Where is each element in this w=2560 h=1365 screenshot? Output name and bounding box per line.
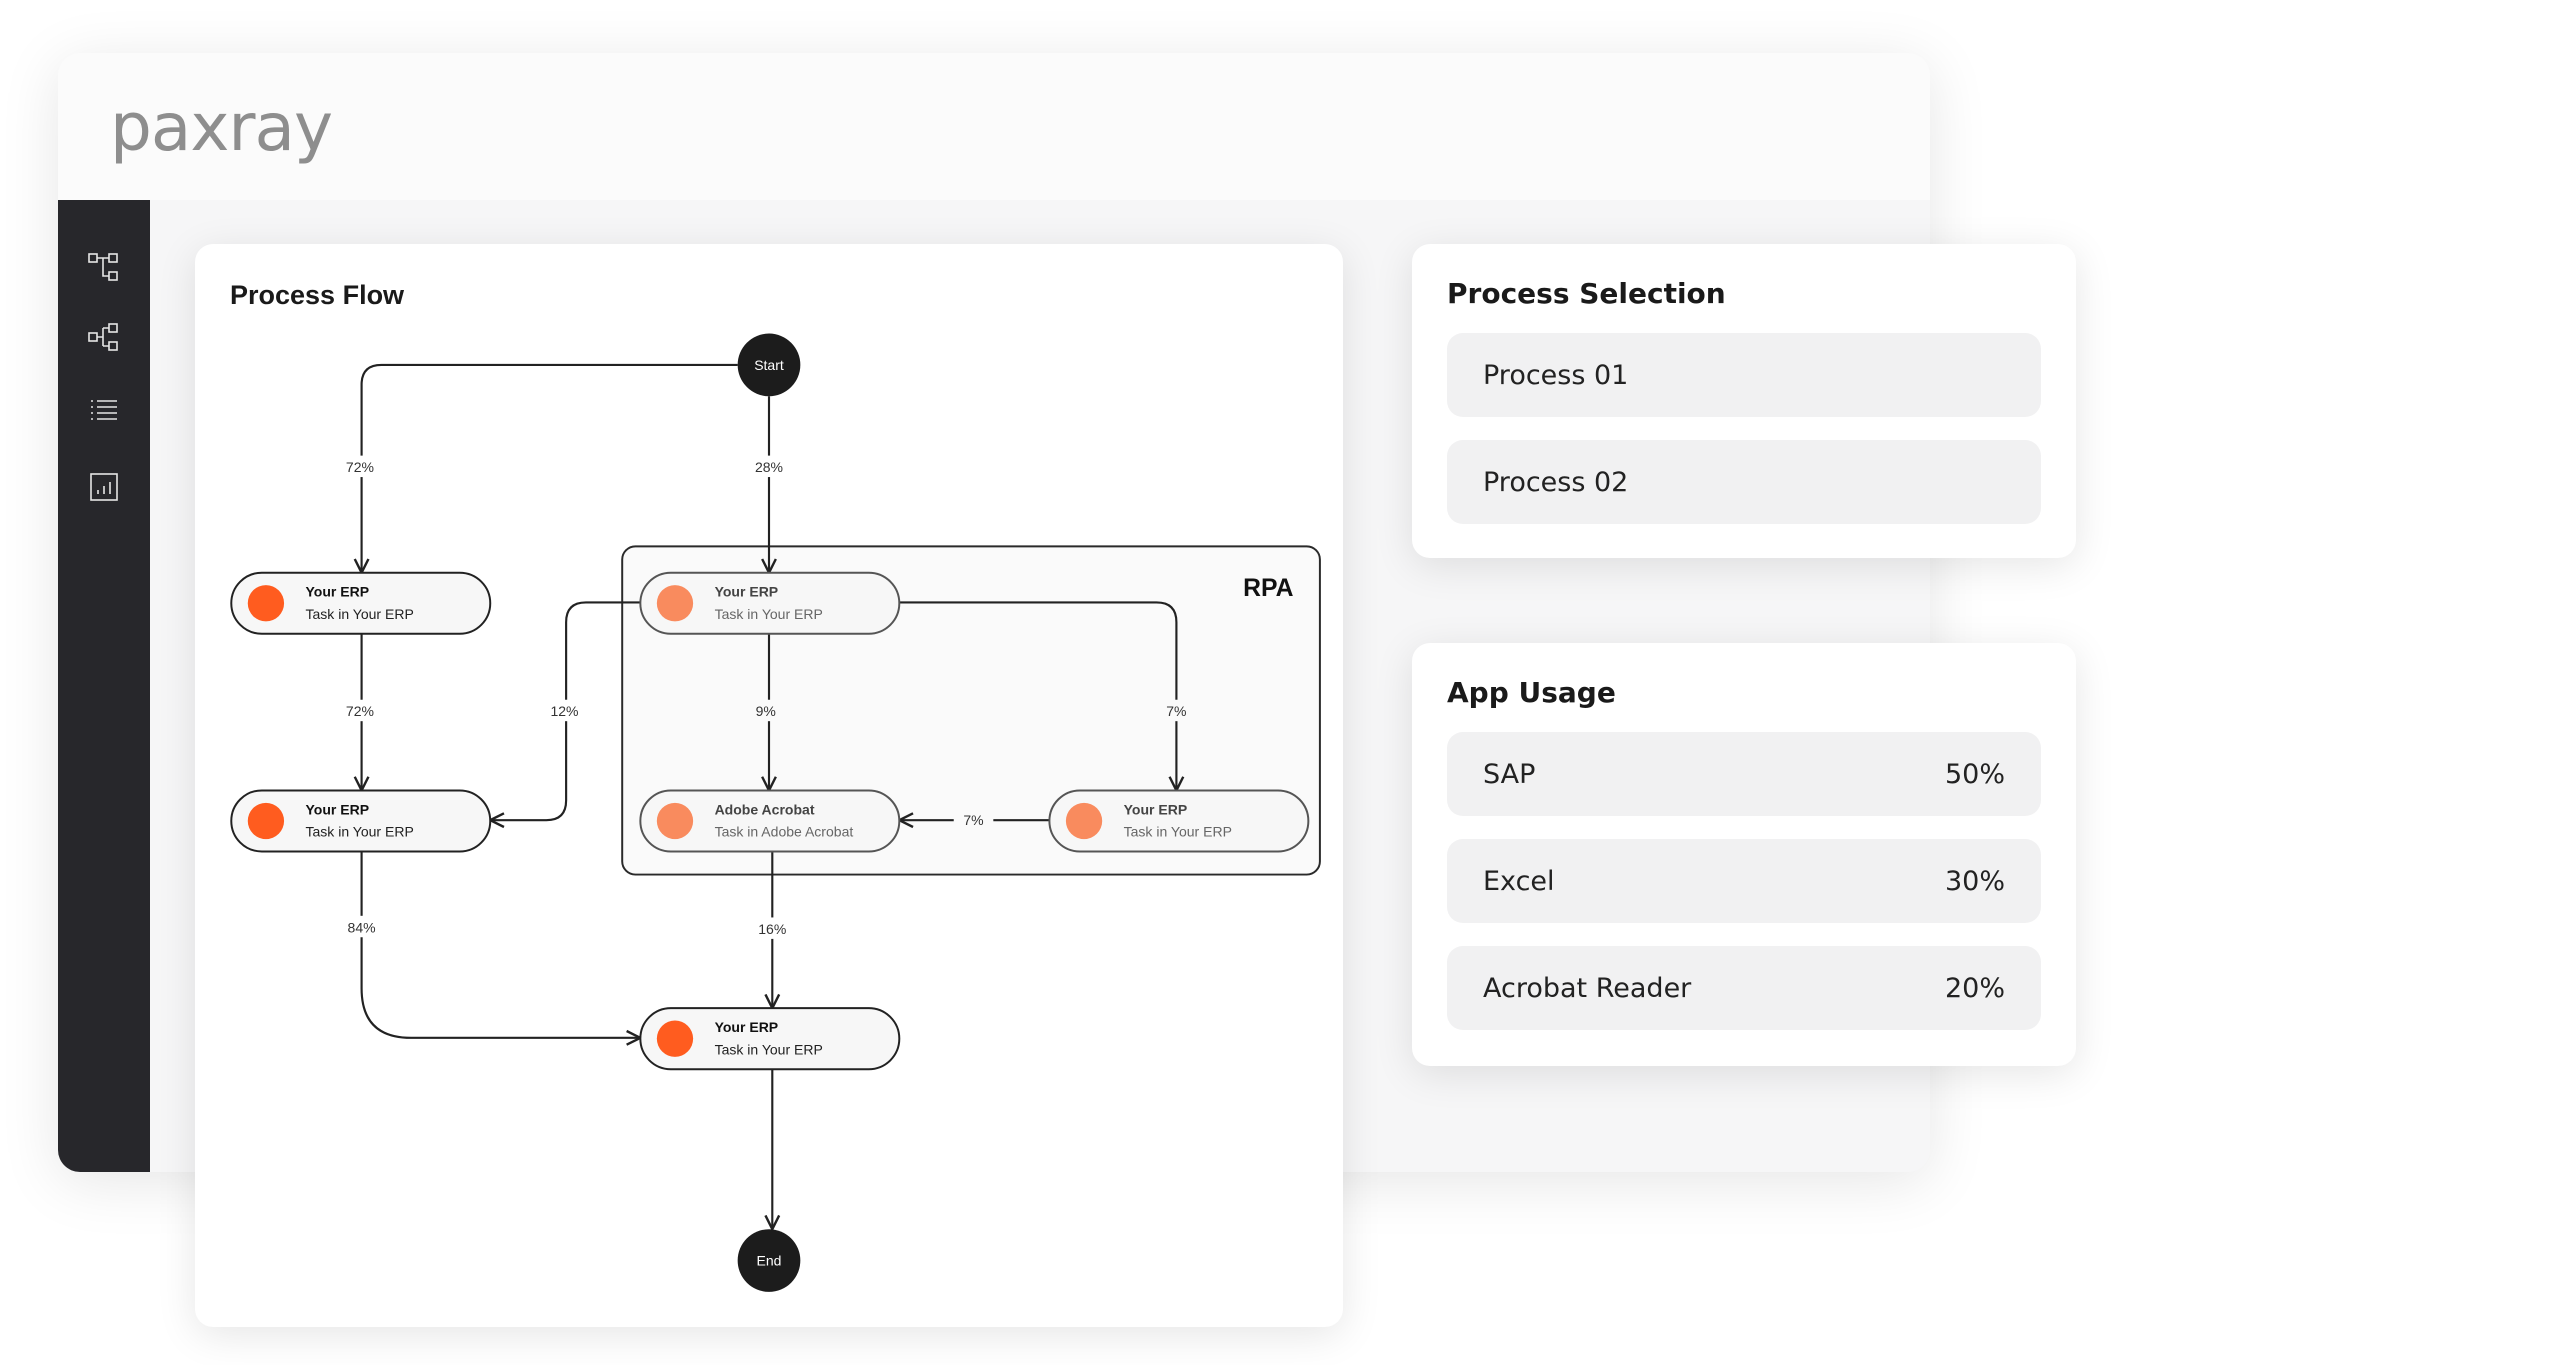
task-node-subtitle: Task in Your ERP bbox=[715, 606, 823, 622]
app-usage-row-sap[interactable]: SAP 50% bbox=[1447, 732, 2041, 816]
task-node-title: Your ERP bbox=[715, 584, 779, 600]
process-option-02[interactable]: Process 02 bbox=[1447, 440, 2041, 524]
app-dot-icon bbox=[1065, 802, 1103, 840]
task-node-title: Your ERP bbox=[306, 584, 370, 600]
task-node-pill bbox=[230, 571, 492, 635]
task-node-c[interactable]: Your ERP Task in Your ERP bbox=[639, 571, 901, 635]
edge-label-a-b: 72% bbox=[346, 703, 374, 719]
top-bar: paxray bbox=[58, 53, 1930, 200]
branch-diagram-icon[interactable] bbox=[84, 317, 124, 357]
edge-label-d-f: 16% bbox=[758, 921, 786, 937]
paxray-logo: paxray bbox=[110, 89, 333, 166]
list-icon[interactable] bbox=[84, 389, 124, 429]
process-flow-title: Process Flow bbox=[230, 280, 405, 310]
task-node-f[interactable]: Your ERP Task in Your ERP bbox=[639, 1007, 901, 1071]
task-node-title: Your ERP bbox=[306, 801, 370, 817]
task-node-title: Your ERP bbox=[1124, 801, 1188, 817]
end-label: End bbox=[757, 1252, 782, 1268]
process-selection-title: Process Selection bbox=[1447, 277, 1726, 310]
app-usage-card: App Usage SAP 50% Excel 30% Acrobat Read… bbox=[1412, 643, 2076, 1066]
edge-label-start-c: 28% bbox=[755, 459, 783, 475]
process-flow-diagram: RPA 72% 28% 72% 12% 9% 7% 7% 84% 16% You… bbox=[230, 333, 1321, 1292]
start-label: Start bbox=[754, 357, 784, 373]
task-node-subtitle: Task in Your ERP bbox=[1124, 824, 1232, 840]
task-node-subtitle: Task in Your ERP bbox=[306, 824, 414, 840]
app-dot-icon bbox=[656, 585, 694, 622]
task-node-subtitle: Task in Your ERP bbox=[306, 606, 414, 622]
task-node-pill bbox=[639, 789, 901, 853]
process-option-label: Process 02 bbox=[1483, 466, 1629, 498]
app-name: SAP bbox=[1483, 758, 1536, 790]
task-node-subtitle: Task in Adobe Acrobat bbox=[715, 824, 854, 840]
start-node[interactable] bbox=[737, 333, 801, 397]
edge-start-a bbox=[362, 363, 738, 573]
app-dot-icon bbox=[247, 585, 285, 622]
edge-label-c-b: 12% bbox=[550, 703, 578, 719]
bar-chart-icon[interactable] bbox=[84, 467, 124, 507]
edge-label-b-f: 84% bbox=[348, 919, 376, 935]
task-node-b[interactable]: Your ERP Task in Your ERP bbox=[230, 789, 492, 853]
process-option-label: Process 01 bbox=[1483, 359, 1629, 391]
app-dot-icon bbox=[247, 802, 285, 840]
process-flow-card: RPA 72% 28% 72% 12% 9% 7% 7% 84% 16% You… bbox=[195, 244, 1343, 1327]
task-node-pill bbox=[1048, 789, 1310, 853]
edge-c-e bbox=[899, 601, 1176, 790]
edge-label-c-d: 9% bbox=[756, 703, 776, 719]
task-node-e[interactable]: Your ERP Task in Your ERP bbox=[1048, 789, 1310, 853]
edge-b-f bbox=[360, 851, 641, 1037]
process-selection-card: Process Selection Process 01 Process 02 bbox=[1412, 244, 2076, 558]
app-dot-icon bbox=[656, 1020, 694, 1057]
app-share: 50% bbox=[1944, 758, 2005, 790]
app-dot-icon bbox=[656, 802, 694, 840]
app-share: 30% bbox=[1944, 865, 2005, 897]
app-name: Acrobat Reader bbox=[1483, 972, 1692, 1004]
task-node-a[interactable]: Your ERP Task in Your ERP bbox=[230, 571, 492, 635]
edge-label-c-e: 7% bbox=[1166, 703, 1186, 719]
app-usage-row-acrobat-reader[interactable]: Acrobat Reader 20% bbox=[1447, 946, 2041, 1030]
end-node[interactable] bbox=[737, 1229, 801, 1292]
app-usage-row-excel[interactable]: Excel 30% bbox=[1447, 839, 2041, 923]
task-node-title: Your ERP bbox=[715, 1019, 779, 1035]
task-node-pill bbox=[639, 1007, 901, 1071]
task-node-pill bbox=[230, 789, 492, 853]
app-share: 20% bbox=[1944, 972, 2005, 1004]
process-option-01[interactable]: Process 01 bbox=[1447, 333, 2041, 417]
process-tree-icon[interactable] bbox=[84, 247, 124, 287]
task-node-subtitle: Task in Your ERP bbox=[715, 1041, 823, 1057]
edge-label-e-d: 7% bbox=[963, 812, 983, 828]
rpa-group-label: RPA bbox=[1243, 575, 1294, 602]
task-node-pill bbox=[639, 571, 901, 635]
sidebar bbox=[58, 200, 150, 1172]
app-name: Excel bbox=[1483, 865, 1555, 897]
app-usage-title: App Usage bbox=[1447, 676, 1616, 709]
edge-label-start-a: 72% bbox=[346, 459, 374, 475]
task-node-title: Adobe Acrobat bbox=[715, 801, 815, 817]
